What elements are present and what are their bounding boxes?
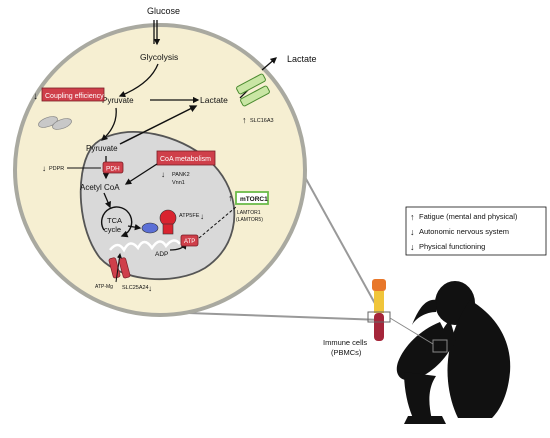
atp5fe-label: ATP5FE [179,213,200,219]
atp5fe-arrow: ↓ [200,212,204,221]
glycolysis-arrow [118,63,159,98]
glycolysis-label: Glycolysis [140,52,178,62]
pdpr-arrow: ↓ [42,164,46,173]
mtorc1-arrow: ↑ [228,193,233,203]
lactate-mid-label: Lactate [200,95,228,105]
atp-text: ATP [184,239,195,245]
complex-red-head [159,209,177,227]
tca-label-1: TCA [107,216,122,225]
coupling-efficiency-box [41,87,105,102]
slc16a3-transporter [236,73,270,107]
slc25a24-transporter [108,253,131,283]
lactate-out-arrow [261,57,277,71]
arm [438,320,456,354]
complex-blue [141,222,159,234]
lamtor5-label: (LAMTOR5) [236,217,263,223]
mtorc1-box [235,191,269,205]
glucose-label: Glucose [147,6,180,16]
mtorc1-text: mTORC1 [240,196,268,203]
knees [396,322,452,381]
mito-to-lactate-arrow [119,105,198,145]
lactate-top-label: Lactate [287,54,317,64]
immune-cells-label-1: Immune cells [323,338,367,347]
acetyl-coa-label: Acetyl CoA [80,183,120,192]
symptom-text-1: Autonomic nervous system [419,227,509,236]
slc25a24-label: SLC25A24 [122,285,149,291]
pyruvate-cyto-label: Pyruvate [102,96,134,105]
legs [404,372,436,420]
symptom-arrow-0: ↑ [410,212,415,222]
blood-tube [367,279,391,341]
tube-highlight-box [367,311,391,323]
cristae [109,239,181,253]
symptoms-box: ↑ Fatigue (mental and physical) ↓ Autono… [405,206,547,256]
hair [412,299,437,325]
immune-cells-label-2: (PBMCs) [331,348,362,357]
pank2-label: PANK2 [172,172,190,178]
coupling-arrow: ↓ [33,91,38,102]
zoom-line-bottom [159,311,384,321]
slc16a3-label: SLC16A3 [250,118,274,124]
symptom-text-0: Fatigue (mental and physical) [419,212,518,221]
symptom-text-2: Physical functioning [419,242,485,251]
tca-to-etc-arrow [127,223,142,231]
acetylcoa-to-tca-arrow [103,192,111,209]
tube-red-body [374,313,384,341]
transporter-bar-2 [240,85,270,107]
back-and-body [447,300,511,418]
slc16a3-arrow: ↑ [242,115,247,125]
symptom-arrow-1: ↓ [410,227,415,237]
pdh-box [102,161,124,174]
coa-metabolism-text: CoA metabolism [160,156,211,163]
adp-label: ADP [155,251,168,258]
atp-box [180,234,199,247]
slc25a24-arrow-in [115,253,122,283]
complex-red-stalk [162,223,174,235]
pank2-arrow: ↓ [161,170,165,179]
vnn1-label: Vnn1 [172,180,185,186]
tca-cycle-arc [101,206,133,238]
coa-to-acetylcoa-arrow [124,163,158,185]
tube-yellow-band [374,291,384,313]
coa-metabolism-box [156,150,216,166]
pdpr-label: PDPR [49,166,64,172]
small-mitochondria-icon [38,116,72,130]
tube-cap [372,279,386,291]
person-silhouette [396,281,511,424]
pdh-text: PDH [106,166,120,173]
symptom-arrow-2: ↓ [410,242,415,252]
atp-mg-label: ATP-Mg [95,284,113,290]
tube-to-arm-line [389,317,434,345]
tca-label-2: cycle [104,225,121,234]
transporter-bar-1 [236,73,266,95]
lamtor1-label: LAMTOR1 [237,210,261,216]
feet [404,416,446,424]
atp-synthase [141,209,177,235]
atp-to-mtorc1-dashed [198,206,237,239]
coupling-efficiency-text: Coupling efficiency [45,93,104,100]
arm-highlight-box [432,339,448,353]
pyruvate-import-arrow [101,107,117,141]
symptoms-frame [405,206,547,256]
slc25a24-arrow: ↓ [148,284,152,293]
pyruvate-mito-label: Pyruvate [86,144,118,153]
